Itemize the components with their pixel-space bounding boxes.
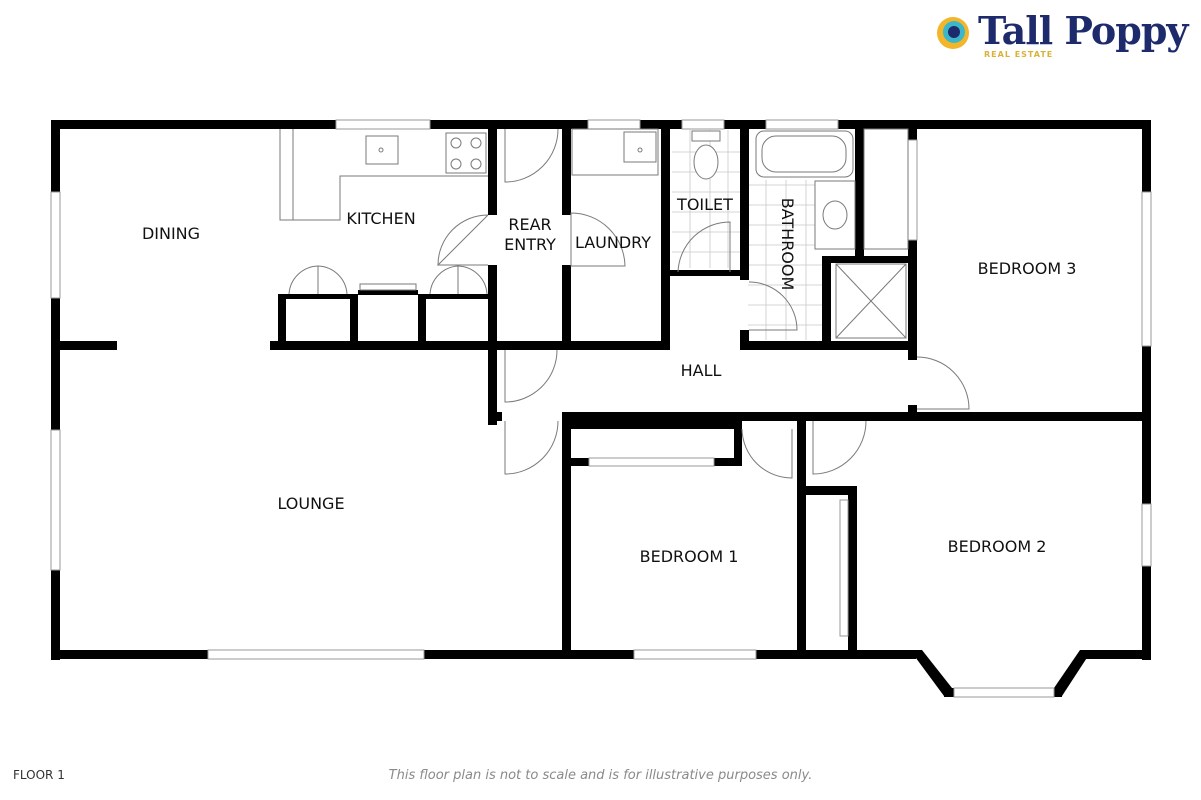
laundry-tub-icon: [623, 131, 657, 163]
room-label-bedroom-2: BEDROOM 2: [948, 537, 1047, 556]
brand-subtitle: REAL ESTATE: [984, 50, 1054, 59]
room-label-bedroom-1: BEDROOM 1: [640, 547, 739, 566]
room-label-toilet: TOILET: [676, 195, 733, 214]
fixtures: [279, 128, 909, 339]
room-label-bedroom-3: BEDROOM 3: [978, 259, 1077, 278]
poppy-logo-icon: [937, 17, 969, 49]
kitchen-sink-icon: [365, 135, 399, 165]
toilet-icon: [691, 130, 721, 142]
brand-logo: Tall Poppy REAL ESTATE: [936, 8, 1188, 72]
room-labels: DINING KITCHEN REAR ENTRY LAUNDRY TOILET…: [142, 195, 1076, 566]
floor-tiles: [672, 130, 828, 340]
room-label-rear-entry-2: ENTRY: [504, 235, 556, 254]
room-label-laundry: LAUNDRY: [575, 233, 651, 252]
room-label-lounge: LOUNGE: [277, 494, 344, 513]
disclaimer-text: This floor plan is not to scale and is f…: [388, 768, 813, 783]
room-label-kitchen: KITCHEN: [346, 209, 415, 228]
room-label-dining: DINING: [142, 224, 200, 243]
brand-name: Tall Poppy: [978, 8, 1188, 53]
basin-icon: [822, 200, 848, 230]
windows: [50, 119, 1152, 698]
room-label-rear-entry-1: REAR: [508, 215, 551, 234]
walls: [51, 120, 1151, 697]
floor-label: FLOOR 1: [13, 768, 65, 782]
room-label-hall: HALL: [681, 361, 722, 380]
room-label-bathroom: BATHROOM: [778, 198, 797, 291]
doors: [437, 128, 970, 479]
